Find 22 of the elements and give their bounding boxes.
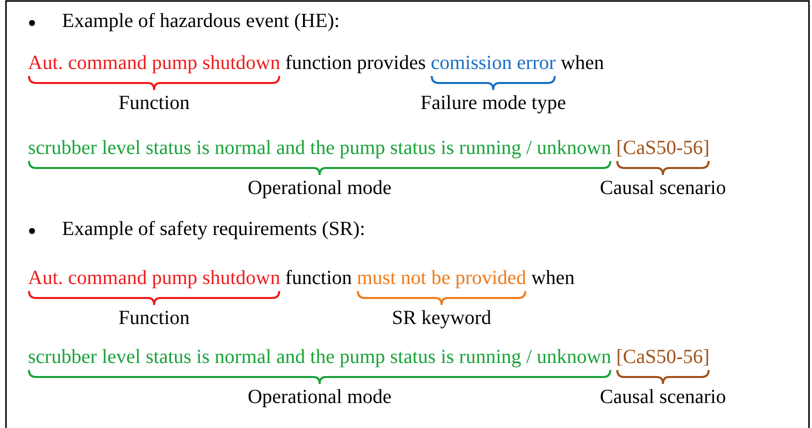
phrase-text: when bbox=[531, 267, 575, 290]
brace-caption: Operational mode bbox=[248, 386, 392, 409]
phrase-text: Aut. command pump shutdown bbox=[28, 267, 280, 290]
brace-caption: SR keyword bbox=[392, 307, 492, 330]
phrase-text: [CaS50-56] bbox=[616, 137, 710, 160]
phrase-text: must not be provided bbox=[356, 267, 526, 290]
brace-caption: Function bbox=[118, 92, 190, 115]
bullet-heading: Example of hazardous event (HE): bbox=[62, 10, 340, 33]
phrase-text: scrubber level status is normal and the pump status is running / unknown bbox=[28, 346, 612, 369]
phrase-text: Aut. command pump shutdown bbox=[28, 52, 280, 75]
phrase-text: comission error bbox=[430, 52, 556, 75]
bullet-heading: Example of safety requirements (SR): bbox=[62, 218, 366, 241]
phrase-text: function provides bbox=[285, 52, 426, 75]
phrase-text: function bbox=[285, 267, 352, 290]
brace-caption: Causal scenario bbox=[600, 177, 726, 200]
phrase-text: when bbox=[560, 52, 604, 75]
phrase-text: [CaS50-56] bbox=[616, 346, 710, 369]
brace-caption: Operational mode bbox=[248, 177, 392, 200]
brace-caption: Causal scenario bbox=[600, 386, 726, 409]
brace-caption: Failure mode type bbox=[420, 92, 566, 115]
brace-caption: Function bbox=[118, 307, 190, 330]
phrase-text: scrubber level status is normal and the pump status is running / unknown bbox=[28, 137, 612, 160]
